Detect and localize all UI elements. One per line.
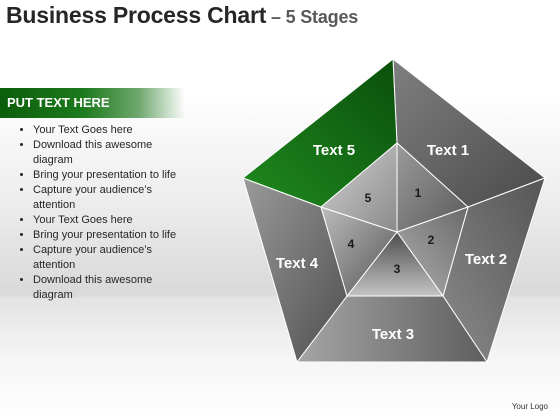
page-title: Business Process Chart – 5 Stages [6,2,358,29]
bullet-list: Your Text Goes here Download this awesom… [14,123,193,303]
segment-number-4: 4 [348,237,355,251]
bullet-item: Bring your presentation to life [33,228,193,243]
banner-label: PUT TEXT HERE [7,95,110,110]
bullet-item: Capture your audience’s attention [33,243,193,273]
bullet-item: Capture your audience’s attention [33,183,193,213]
bullet-item: Your Text Goes here [33,123,193,138]
bullet-item: Download this awesome diagram [33,138,193,168]
segment-number-3: 3 [394,262,401,276]
title-text: Business Process Chart [6,2,267,28]
bullet-item: Bring your presentation to life [33,168,193,183]
segment-label-1: Text 1 [427,142,469,159]
bullet-item: Your Text Goes here [33,213,193,228]
segment-label-2: Text 2 [465,251,507,268]
segment-label-3: Text 3 [372,326,414,343]
inner-segment-5 [319,141,398,233]
logo-text: Your Logo [511,402,548,411]
segment-label-5: Text 5 [313,142,355,159]
segment-label-4: Text 4 [276,255,319,272]
segment-number-1: 1 [415,186,422,200]
section-banner: PUT TEXT HERE [0,88,185,118]
segment-number-5: 5 [365,191,372,205]
segment-number-2: 2 [428,233,435,247]
bullet-item: Download this awesome diagram [33,273,193,303]
page-subtitle: – 5 Stages [266,7,359,27]
